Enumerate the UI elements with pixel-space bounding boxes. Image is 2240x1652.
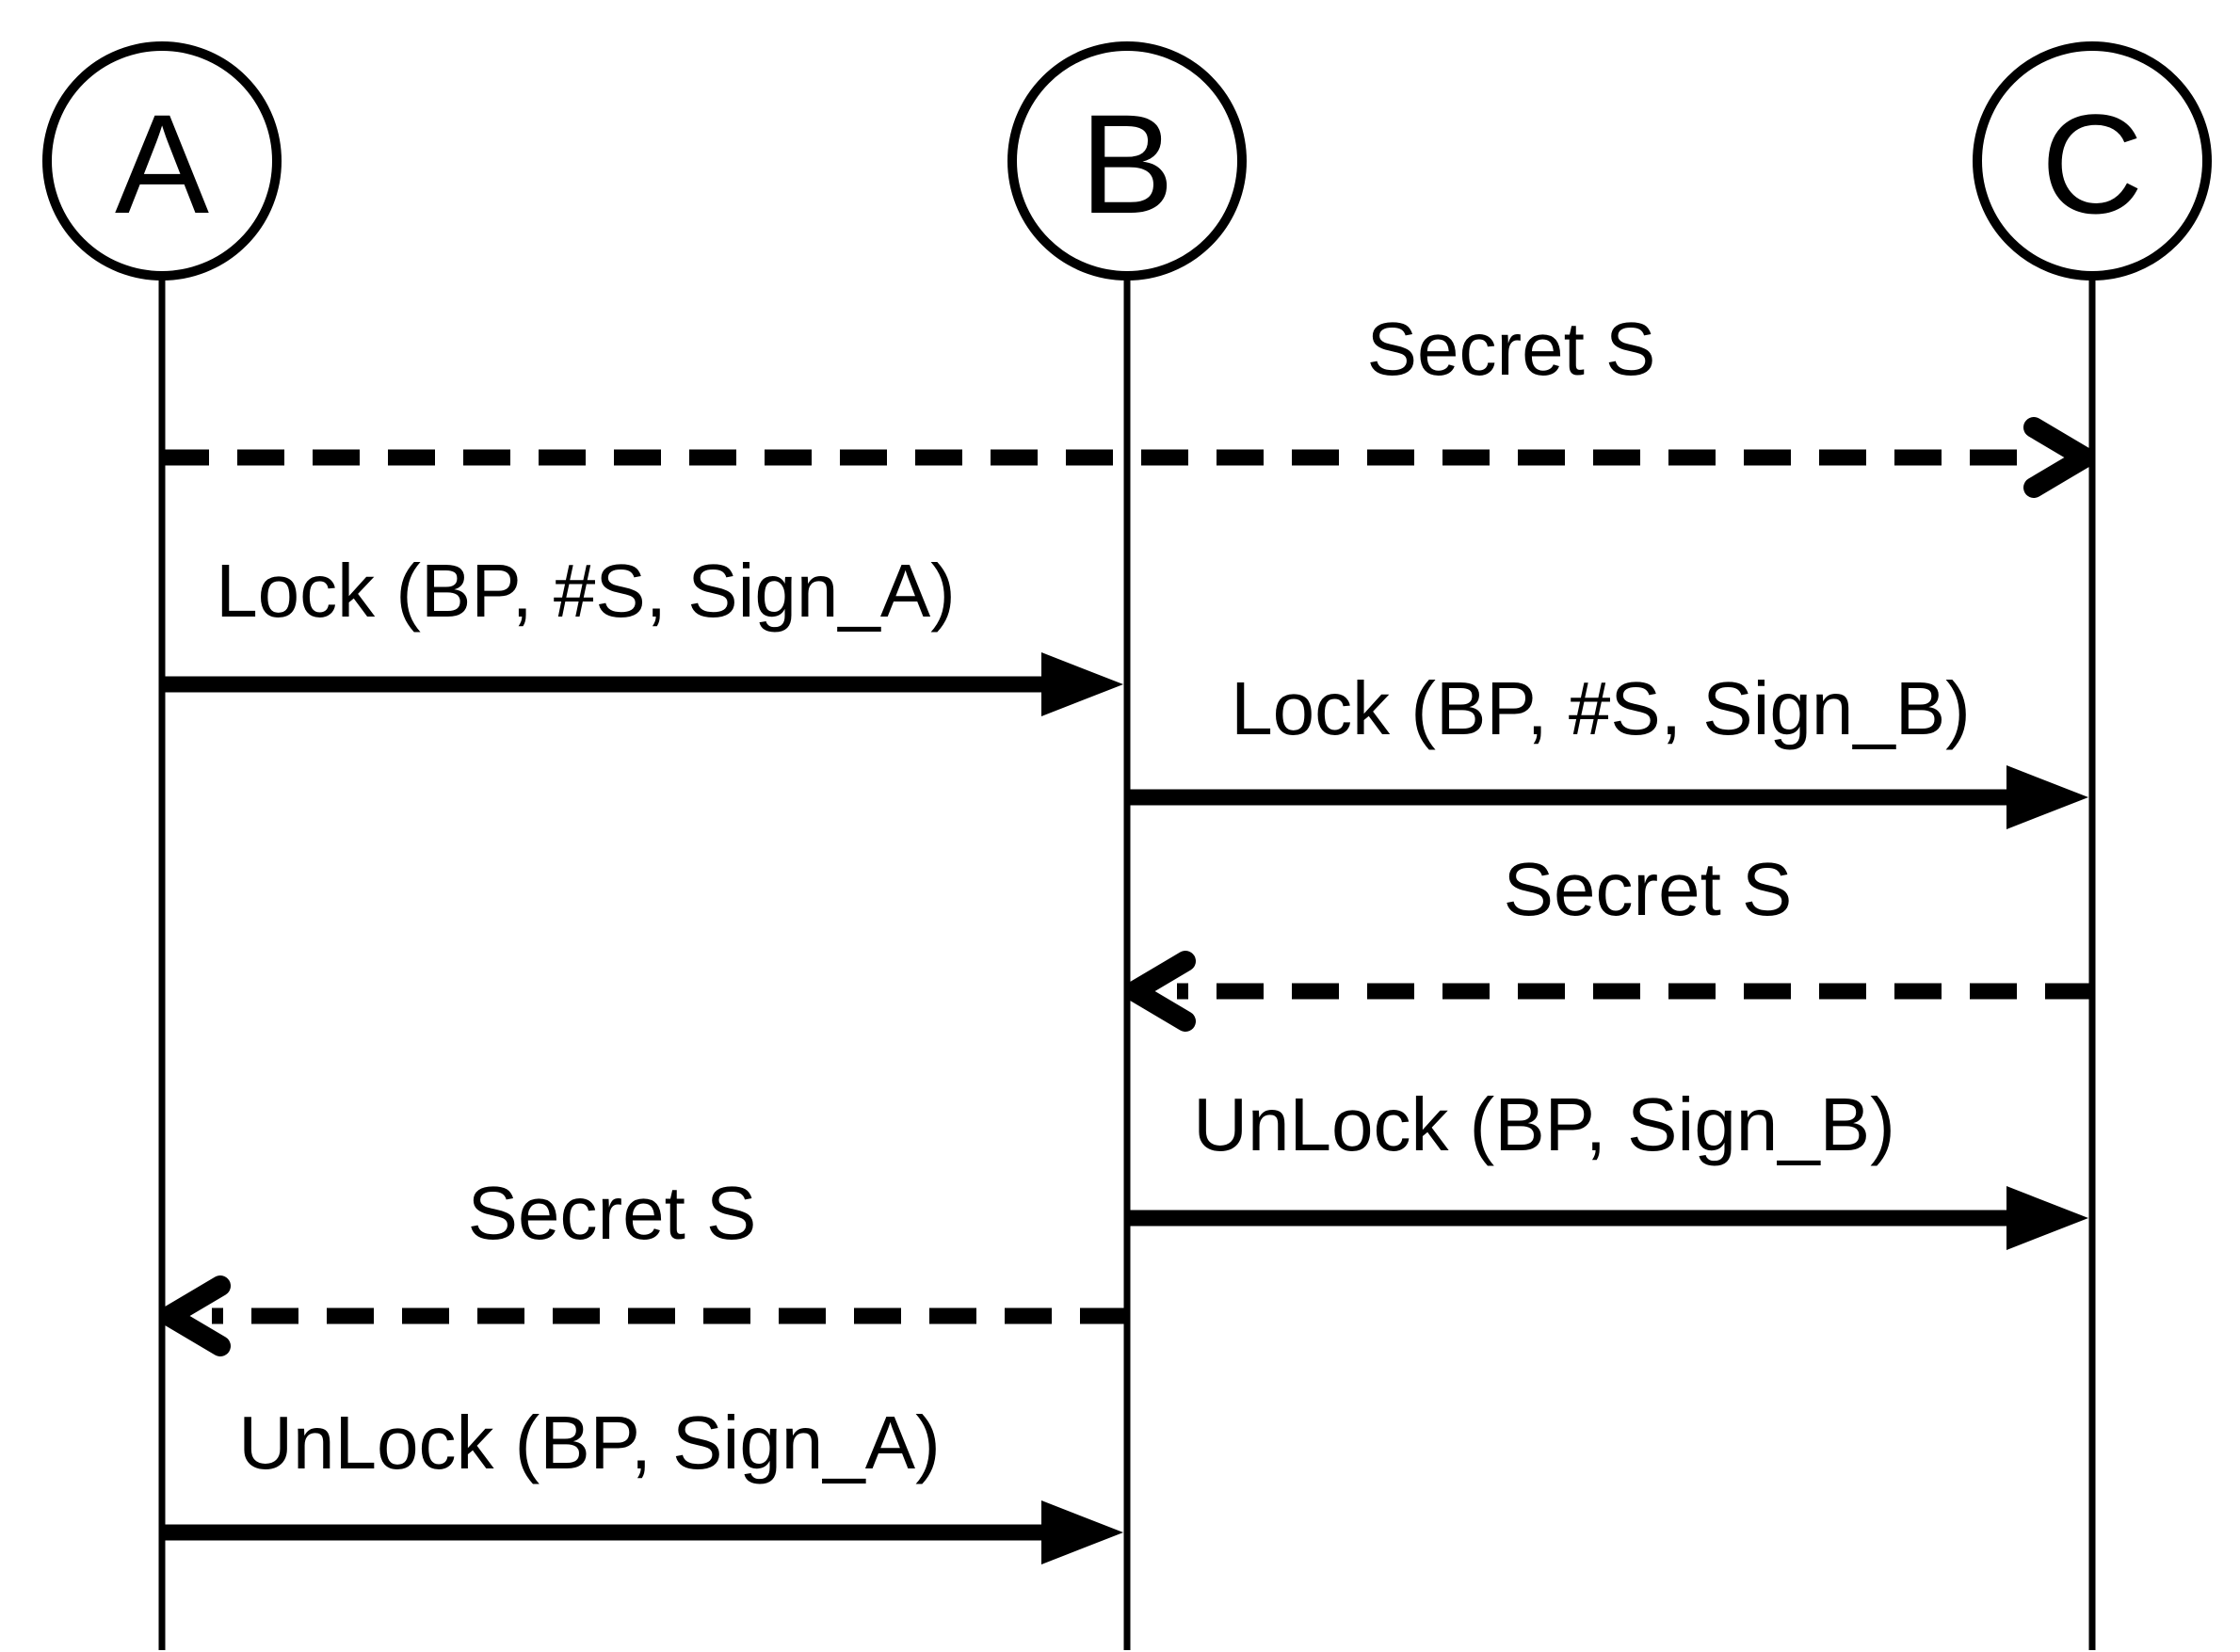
message-unlock-b-to-c: UnLock (BP, Sign_B) [1127,1083,2088,1250]
arrowhead-left-icon [1124,951,1196,1032]
message-label: Secret S [1367,307,1656,391]
message-label: UnLock (BP, Sign_B) [1193,1083,1895,1166]
actor-a: A [42,41,282,281]
actor-a-circle [42,41,282,281]
message-secret-s-b-to-a: Secret S [159,1171,1127,1356]
arrowhead-left-icon [159,1275,231,1356]
message-secret-s-c-to-b: Secret S [1124,847,2092,1032]
arrowhead-right-icon [1041,652,1123,716]
arrowhead-right-icon [2023,417,2095,498]
arrowhead-right-icon [2006,1186,2088,1250]
message-label: Secret S [468,1171,757,1255]
actor-b: B [1007,41,1247,281]
message-label: UnLock (BP, Sign_A) [238,1401,941,1484]
message-label: Lock (BP, #S, Sign_A) [216,549,956,633]
arrowhead-right-icon [1041,1500,1123,1564]
actor-c: C [1973,41,2212,281]
actor-a-label: A [115,85,209,243]
actor-b-circle [1007,41,1247,281]
message-unlock-a-to-b: UnLock (BP, Sign_A) [162,1401,1123,1564]
arrowhead-right-icon [2006,765,2088,829]
message-lock-b-to-c: Lock (BP, #S, Sign_B) [1127,666,2088,829]
actor-c-circle [1973,41,2212,281]
message-secret-s-a-to-c: Secret S [162,307,2095,498]
actor-b-label: B [1080,85,1174,243]
message-lock-a-to-b: Lock (BP, #S, Sign_A) [162,549,1123,716]
message-label: Lock (BP, #S, Sign_B) [1231,666,1971,750]
actor-c-label: C [2041,85,2143,243]
message-label: Secret S [1504,847,1793,931]
